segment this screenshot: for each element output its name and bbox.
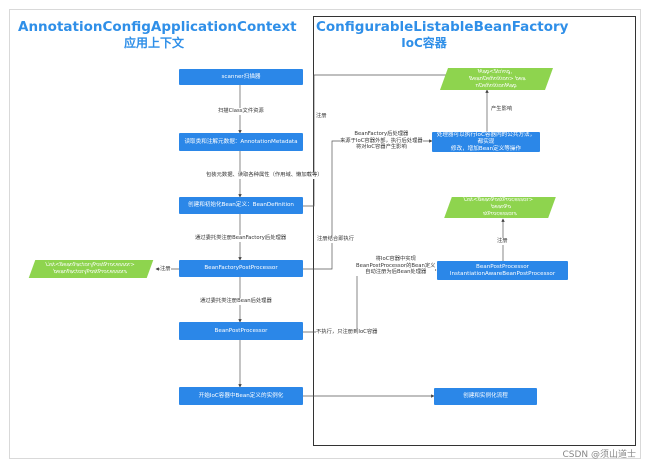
bf-processor-line2: 修改，增加Bean定义等操作 (450, 145, 522, 152)
arrow-bfpp-processor (303, 139, 433, 270)
bfpp-node: BeanFactoryPostProcessor (179, 260, 303, 277)
scanner-node: scanner扫描器 (179, 69, 303, 85)
bf-desc-line1: BeanFactory后处理器 (354, 131, 409, 137)
label-parse-meta: 包装元数据、读取各种属性（作用域、懒加载等） (206, 172, 323, 179)
arrow-bpp-iabpp (303, 268, 437, 333)
bpp-desc-line1: 将IoC容器中实现 (375, 256, 416, 262)
label-produce: 产生影响 (491, 106, 513, 113)
bpp-node: BeanPostProcessor (179, 322, 303, 340)
right-title: ConfigurableListableBeanFactory IoC容器 (316, 19, 569, 51)
right-title-line2: IoC容器 (401, 36, 447, 50)
bf-desc-line3: 将对IoC容器产生影响 (355, 144, 407, 151)
label-via-bpp: 通过委托类注册Bean后处理器 (200, 298, 272, 305)
label-register-left: 注册 (160, 266, 171, 273)
bfpp-list-node: List<BeanFactoryPostProcessor>beanFactor… (28, 260, 154, 278)
outer-frame (9, 9, 641, 459)
bpp-list-line1: List<BeanPostProcessor> beanPo (462, 197, 535, 211)
ioc-container-panel (313, 16, 636, 446)
iabpp-line1: BeanPostProcessor (476, 263, 529, 270)
metadata-node: 读取类和注解元数据：AnnotationMetadata (179, 133, 303, 151)
bf-processor-node: 处理器可以执行IoC容器内的公共方法，都实现修改，增加Bean定义等操作 (432, 132, 540, 152)
label-no-exec: 不执行，只注册到IoC容器 (316, 329, 378, 336)
right-title-line1: ConfigurableListableBeanFactory (316, 19, 569, 35)
label-register-2: 注册 (497, 238, 508, 245)
left-title: AnnotationConfigApplicationContext 应用上下文 (18, 19, 297, 51)
bf-processor-line1: 处理器可以执行IoC容器内的公共方法，都实现 (436, 131, 536, 145)
bf-desc-line2: 来源于IoC容器外部，执行后处理器 (340, 137, 423, 144)
map-line1: Map<String, BeanDefinition> bea (468, 68, 527, 82)
bfpp-list-line2: beanFactoryPostProcessors (53, 269, 129, 275)
iabpp-line2: InstantiationAwareBeanPostProcessor (449, 270, 556, 277)
bpp-list-line2: stProcessors (481, 210, 518, 217)
label-via-bfpp: 通过委托类注册BeanFactory后处理器 (195, 235, 287, 242)
create-instantiate-node: 创建和实例化流程 (434, 388, 537, 405)
label-scan-class: 扫描Class文件资源 (218, 108, 264, 115)
left-title-line2: 应用上下文 (123, 36, 184, 50)
bpp-desc-line2: BeanPostProcessor的Bean定义 (356, 262, 436, 269)
left-title-line1: AnnotationConfigApplicationContext (18, 19, 297, 35)
label-register-1: 注册 (316, 113, 327, 120)
label-bf-desc: BeanFactory后处理器 来源于IoC容器外部，执行后处理器 将对IoC容… (340, 131, 423, 151)
map-line2: nDefinitionMap (474, 82, 518, 89)
watermark: CSDN @须山道士 (562, 450, 636, 460)
bpp-desc-line3: 自动注册为后Bean处理器 (365, 269, 427, 276)
label-register-exec: 注册结合即执行 (317, 236, 355, 243)
arrow-beandef-map (303, 73, 461, 207)
label-bpp-desc: 将IoC容器中实现 BeanPostProcessor的Bean定义 自动注册为… (356, 256, 436, 276)
instantiate-node: 开始IoC容器中Bean定义的实例化 (179, 387, 303, 405)
beandefinition-node: 创建和初始化Bean定义：BeanDefinition (179, 197, 303, 214)
bfpp-list-line1: List<BeanFactoryPostProcessor> (45, 262, 137, 269)
